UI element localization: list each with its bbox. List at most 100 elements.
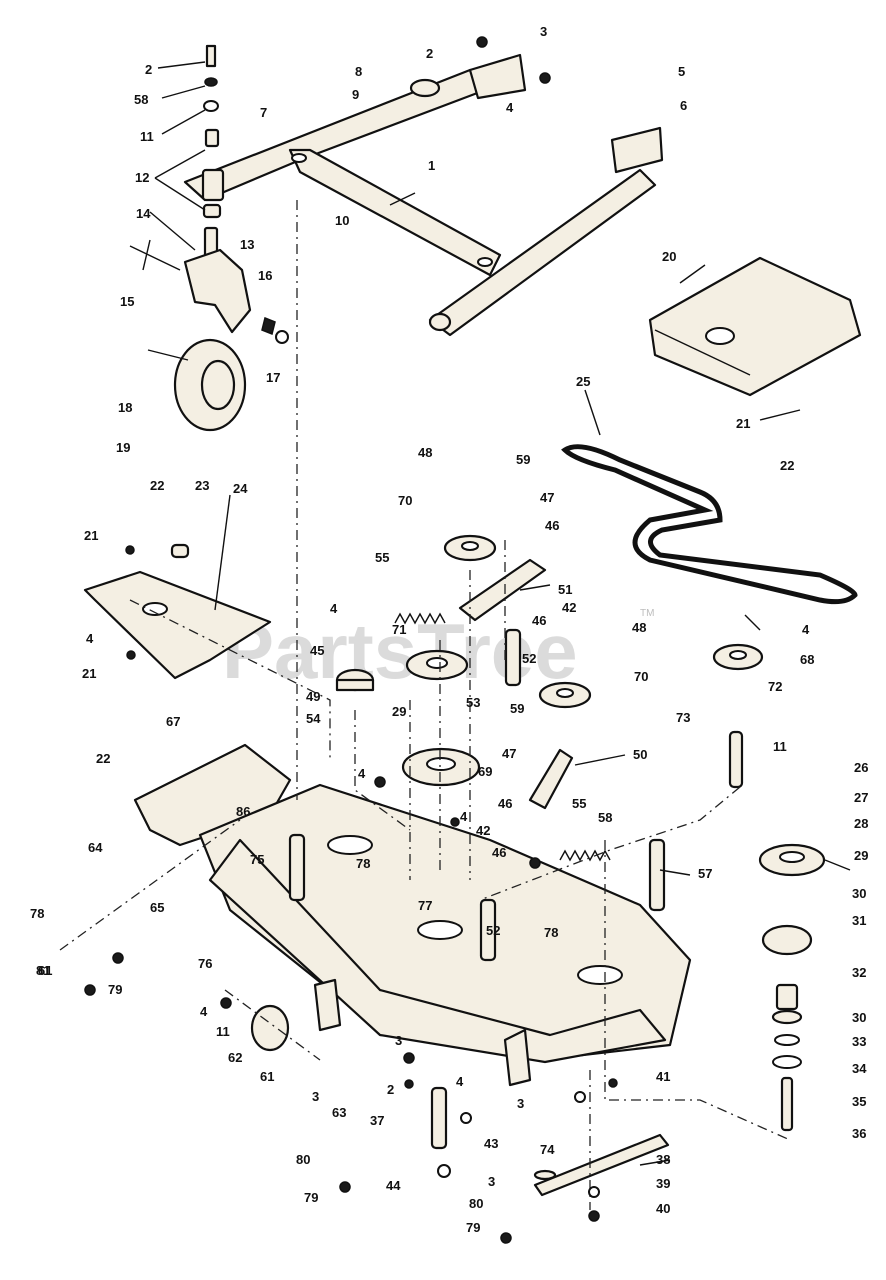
callout-3: 3 [488,1174,495,1189]
callout-labels: 1 2 2 2 3 3 3 3 3 4 4 4 4 4 4 4 4 5 6 7 … [30,24,868,1235]
drive-belt [561,444,858,605]
callout-63: 63 [332,1105,346,1120]
callout-40: 40 [656,1201,670,1216]
callout-30: 30 [852,1010,866,1025]
callout-54: 54 [306,711,321,726]
callout-31: 31 [852,913,866,928]
callout-65: 65 [150,900,164,915]
callout-11: 11 [773,739,787,754]
callout-13: 13 [240,237,254,252]
callout-45: 45 [310,643,324,658]
callout-74: 74 [540,1142,555,1157]
callout-44: 44 [386,1178,401,1193]
callout-46: 46 [492,845,506,860]
callout-47: 47 [502,746,516,761]
callout-79: 79 [108,982,122,997]
callout-52: 52 [522,651,536,666]
hitch-frame [183,53,664,337]
callout-61: 61 [38,963,52,978]
watermark-tm: TM [640,608,654,619]
callout-38: 38 [656,1152,670,1167]
callout-22: 22 [780,458,794,473]
belt-cover [648,256,862,397]
springs [394,612,611,862]
callout-2: 2 [426,46,433,61]
callout-26: 26 [854,760,868,775]
callout-4: 4 [330,601,338,616]
callout-41: 41 [656,1069,670,1084]
callout-21: 21 [736,416,750,431]
callout-61: 61 [260,1069,274,1084]
callout-12: 12 [135,170,149,185]
callout-46: 46 [498,796,512,811]
callout-79: 79 [304,1190,318,1205]
callout-4: 4 [200,1004,208,1019]
callout-58: 58 [598,810,612,825]
callout-47: 47 [540,490,554,505]
callout-62: 62 [228,1050,242,1065]
callout-86: 86 [236,804,250,819]
callout-42: 42 [476,823,490,838]
callout-22: 22 [150,478,164,493]
callout-73: 73 [676,710,690,725]
callout-11: 11 [140,129,154,144]
callout-49: 49 [306,689,320,704]
idler-arms [458,558,574,810]
callout-18: 18 [118,400,132,415]
callout-68: 68 [800,652,814,667]
callout-48: 48 [418,445,432,460]
callout-81: 81 [36,963,50,978]
callout-3: 3 [540,24,547,39]
callout-2: 2 [387,1082,394,1097]
callout-9: 9 [352,87,359,102]
callout-25: 25 [576,374,590,389]
assembly-lines [59,200,791,1210]
hardware-markers [84,36,618,1244]
callout-15: 15 [120,294,134,309]
callout-11: 11 [216,1024,230,1039]
callout-16: 16 [258,268,272,283]
callout-52: 52 [486,923,500,938]
callout-2: 2 [145,62,152,77]
callout-77: 77 [418,898,432,913]
callout-79: 79 [466,1220,480,1235]
callout-80: 80 [469,1196,483,1211]
callout-21: 21 [82,666,96,681]
callout-55: 55 [572,796,586,811]
callout-24: 24 [233,481,248,496]
callout-71: 71 [392,622,406,637]
callout-70: 70 [634,669,648,684]
callout-75: 75 [250,852,264,867]
callout-72: 72 [768,679,782,694]
callout-78: 78 [30,906,44,921]
callout-59: 59 [510,701,524,716]
callout-4: 4 [456,1074,464,1089]
callout-6: 6 [680,98,687,113]
callout-20: 20 [662,249,676,264]
callout-29: 29 [392,704,406,719]
callout-33: 33 [852,1034,866,1049]
callout-32: 32 [852,965,866,980]
callout-43: 43 [484,1136,498,1151]
callout-39: 39 [656,1176,670,1191]
callout-36: 36 [852,1126,866,1141]
callout-78: 78 [544,925,558,940]
callout-69: 69 [478,764,492,779]
callout-4: 4 [460,809,468,824]
callout-4: 4 [802,622,810,637]
callout-3: 3 [395,1033,402,1048]
callout-14: 14 [136,206,151,221]
callout-30: 30 [852,886,866,901]
callout-46: 46 [532,613,546,628]
callout-7: 7 [260,105,267,120]
callout-17: 17 [266,370,280,385]
callout-3: 3 [312,1089,319,1104]
callout-3: 3 [517,1096,524,1111]
callout-67: 67 [166,714,180,729]
callout-10: 10 [335,213,349,228]
callout-37: 37 [370,1113,384,1128]
callout-50: 50 [633,747,647,762]
callout-58: 58 [134,92,148,107]
callout-4: 4 [358,766,366,781]
